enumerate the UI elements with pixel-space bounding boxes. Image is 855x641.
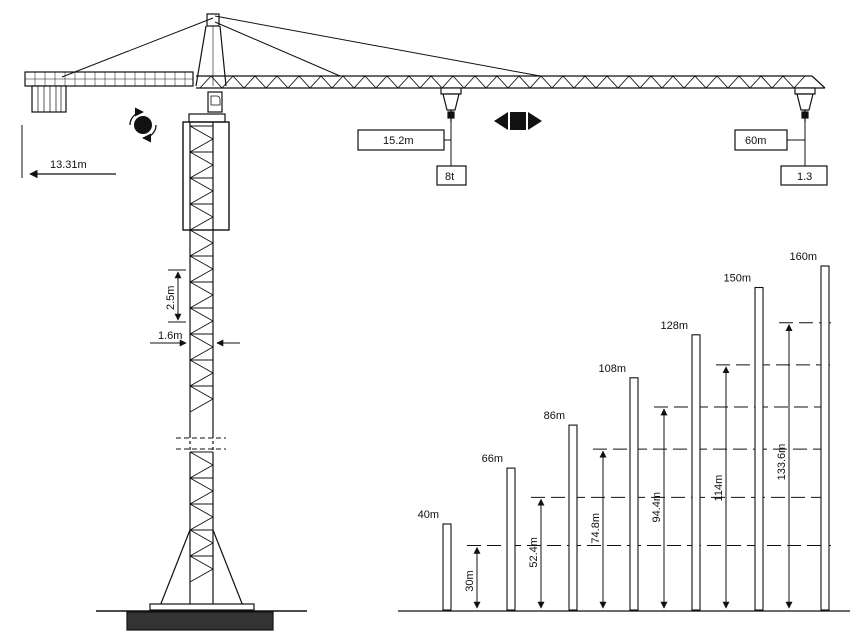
mast-width-label: 1.6m: [158, 330, 182, 342]
tower-height-label: 160m: [789, 251, 817, 263]
free-height-label: 114m: [713, 475, 725, 502]
trolley-near: [440, 87, 462, 122]
tower-head: [61, 13, 541, 87]
min-radius-callout: 15.2m 8t: [357, 129, 467, 186]
foundation-block: [126, 611, 274, 631]
main-jib: [196, 75, 826, 89]
free-height-label: 74.8m: [590, 513, 602, 544]
max-load-label: 8t: [445, 171, 454, 183]
max-radius-callout: 60m 1.3: [734, 129, 828, 186]
operator-cabin: [207, 91, 223, 113]
tower-height-label: 128m: [660, 320, 688, 332]
min-radius-label: 15.2m: [383, 135, 414, 147]
free-height-label: 30m: [464, 570, 476, 591]
tower-column-6: [754, 286, 764, 611]
tower-height-label: 66m: [482, 453, 503, 465]
tower-crane: [24, 13, 826, 631]
tower-column-4: [629, 377, 639, 611]
tower-base: [96, 529, 307, 631]
tip-load-label: 1.3: [797, 171, 812, 183]
section-height-dimension: 2.5m: [165, 269, 186, 323]
tower-height-label: 108m: [598, 363, 626, 375]
tower-column-2: [506, 467, 516, 611]
counter-jib-length-label: 13.31m: [50, 159, 87, 171]
trolley-far: [794, 87, 816, 122]
free-height-label: 52.4m: [528, 537, 540, 568]
slewing-rotation-icon: [129, 107, 157, 143]
mast-width-dimension: 1.6m: [150, 330, 240, 347]
tower-column-7: [820, 265, 830, 611]
max-radius-label: 60m: [745, 135, 766, 147]
section-height-label: 2.5m: [165, 286, 177, 310]
free-height-label: 94.4m: [651, 492, 663, 523]
tower-column-3: [568, 424, 578, 611]
counter-jib-dimension: 13.31m: [21, 125, 116, 179]
tower-height-label: 150m: [723, 273, 751, 285]
free-height-label: 133.6m: [776, 444, 788, 481]
mast: [176, 122, 226, 606]
trolley-travel-icon: [494, 112, 542, 130]
slewing-ring: [188, 113, 226, 123]
tower-height-label: 86m: [544, 410, 565, 422]
tower-height-chart: 40m 30m 66m 52.4m 86m 74.8m 108m 94.4m 128m 114m 1…: [398, 251, 850, 612]
tower-column-5: [691, 334, 701, 611]
tower-column-1: [442, 523, 452, 611]
tower-height-label: 40m: [418, 509, 439, 521]
counter-jib: [24, 71, 194, 113]
